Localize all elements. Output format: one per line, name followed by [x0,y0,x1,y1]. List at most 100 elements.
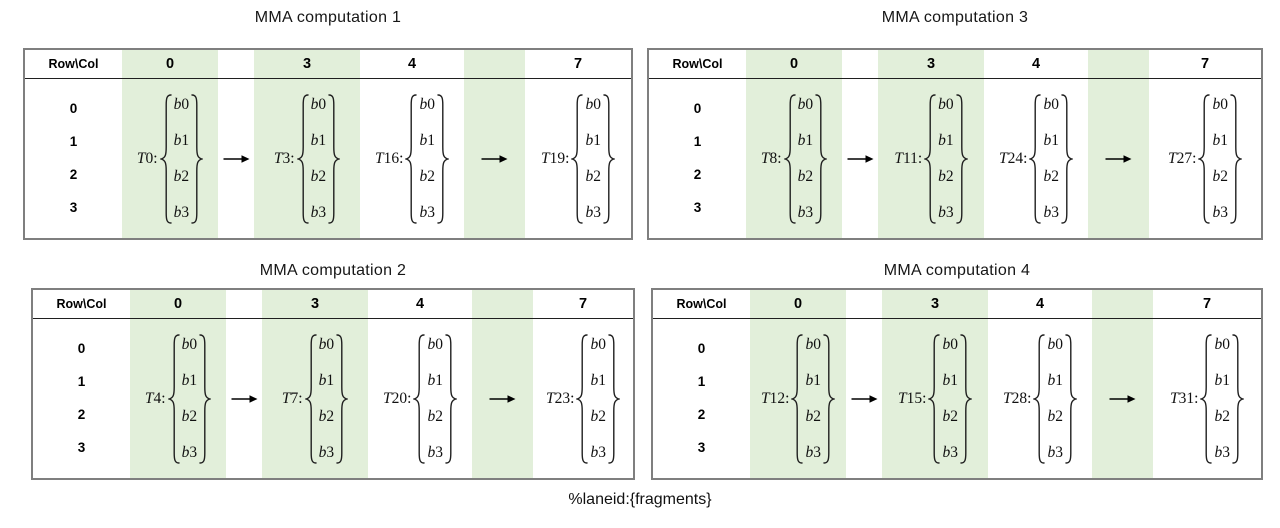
row-labels: 0 1 2 3 [649,79,746,238]
row-label: 0 [697,341,706,356]
header-gap-cell [846,290,882,319]
fragment-entry: b3 [1043,203,1059,221]
panel-title: MMA computation 1 [254,9,402,26]
curly-brace-left-icon [571,93,584,224]
figure-caption: %laneid:{fragments} [568,491,712,508]
arrow-right-icon [1105,154,1132,163]
fragment-entry: b1 [805,371,821,389]
col-header-7: 7 [1149,50,1261,79]
fragment-thread-label: T20: [383,389,412,407]
fragment-entry: b2 [1214,407,1230,425]
fragment-entry: b0 [590,335,606,353]
fragment-entry: b0 [797,95,814,113]
fragment-entry: b3 [173,203,190,221]
curly-brace-right-icon [328,93,341,224]
fragment-thread-label: T3: [273,149,295,167]
fragment-thread-label: T27: [1168,149,1197,167]
fragment-thread-label: T4: [144,389,166,407]
curly-brace-left-icon [1029,93,1042,224]
header-gap-cell [842,50,878,79]
fragment-entry: b0 [310,95,327,113]
fragment-entry: b1 [797,131,814,149]
curly-brace-left-icon [791,333,804,464]
fragment-entry: b3 [181,443,198,461]
fragment-entry: b3 [805,443,821,461]
arrow-right-icon [489,394,516,403]
fragment-thread-label: T16: [375,149,404,167]
panel-mma-computation-1: MMA computation 1 Row\Col 0 3 4 7 0 1 2 … [23,8,633,240]
fragment-entry: b2 [427,407,443,425]
header-stripe-cell [1088,50,1149,79]
arrow-cell [842,79,878,238]
curly-brace-right-icon [1061,93,1073,224]
curly-brace-right-icon [191,93,204,224]
col-header-3: 3 [254,50,360,79]
row-label: 0 [69,101,78,116]
row-labels: 0 1 2 3 [653,319,750,478]
fragment-entry: b3 [1212,203,1228,221]
curly-brace-left-icon [304,333,317,464]
fragment-entry: b1 [585,131,601,149]
corner-header-cell: Row\Col [649,50,746,79]
panel-mma-computation-3: MMA computation 3 Row\Col 0 3 4 7 0 1 2 … [647,8,1263,240]
arrow-right-icon [231,394,257,403]
fragment-entry: b0 [427,335,443,353]
fragment-entry: b2 [797,167,814,185]
fragment-entry: b2 [585,167,601,185]
fragment-thread-label: T19: [541,149,570,167]
fragment-thread-label: T28: [1003,389,1032,407]
row-label: 3 [77,440,86,455]
panel-title: MMA computation 2 [259,262,407,279]
curly-brace-right-icon [960,333,972,464]
fragment-entry: b2 [805,407,821,425]
arrow-cell [218,79,254,238]
fragment-entry: b2 [590,407,606,425]
fragment-entry: b1 [318,371,335,389]
fragment-entry: b0 [1212,95,1228,113]
fragment-entry: b2 [181,407,198,425]
row-labels: 0 1 2 3 [33,319,130,478]
fragment-entry: b0 [938,95,954,113]
curly-brace-right-icon [445,333,457,464]
curly-brace-right-icon [1065,333,1077,464]
fragment-entry: b1 [1212,131,1228,149]
corner-header-cell: Row\Col [25,50,122,79]
arrow-right-icon [851,394,877,403]
row-label: 3 [69,200,78,215]
fragment-entry: b3 [585,203,601,221]
curly-brace-left-icon [783,93,796,224]
arrow-cell [846,319,882,478]
fragment-thread-label: T15: [898,389,927,407]
fragment-entry: b2 [318,407,335,425]
arrow-cell-stripe [1088,79,1149,238]
fragment-entry: b0 [1047,335,1063,353]
arrow-cell-stripe [472,319,533,478]
panel-mma-computation-4: MMA computation 4 Row\Col 0 3 4 7 0 1 2 … [651,261,1263,480]
col-header-4: 4 [368,290,472,319]
fragment-thread-label: T23: [546,389,575,407]
col-header-4: 4 [984,50,1088,79]
fragment-entry: b2 [938,167,954,185]
curly-brace-left-icon [405,93,418,224]
curly-brace-right-icon [199,333,212,464]
